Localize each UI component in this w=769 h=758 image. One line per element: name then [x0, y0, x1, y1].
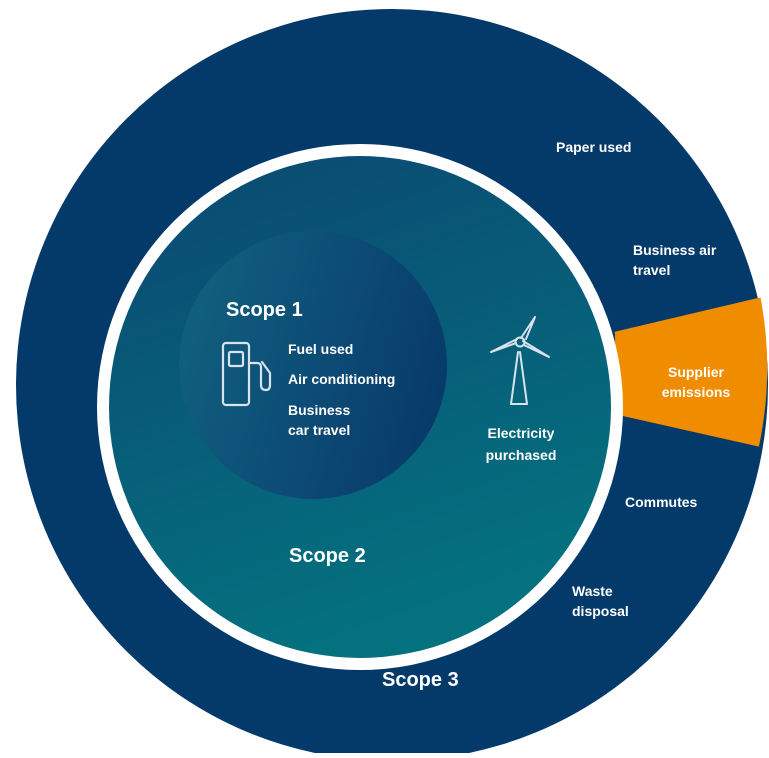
- supplier-emissions-segment: [614, 297, 768, 447]
- scope1-circle: [179, 231, 447, 499]
- scope2-title: Scope 2: [289, 545, 366, 567]
- fuel-pump-icon: [221, 341, 272, 407]
- scope3-item-paper-used: Paper used: [556, 139, 632, 155]
- scope1-title: Scope 1: [226, 299, 303, 321]
- scope1-item-business-car-travel: Business car travel: [288, 402, 351, 438]
- scope3-item-waste-disposal: Waste disposal: [572, 583, 629, 619]
- scope2-item-electricity-purchased: Electricity purchased: [485, 425, 557, 464]
- scope3-title: Scope 3: [382, 669, 459, 691]
- scope1-item-air-conditioning: Air conditioning: [288, 371, 396, 387]
- scope1-item-fuel-used: Fuel used: [288, 341, 354, 357]
- scope3-item-commutes: Commutes: [625, 494, 698, 510]
- scope3-item-business-air-travel: Business air travel: [633, 242, 717, 278]
- scope3-item-supplier-emissions: Supplier emissions: [661, 364, 731, 400]
- wind-turbine-icon: [490, 316, 550, 405]
